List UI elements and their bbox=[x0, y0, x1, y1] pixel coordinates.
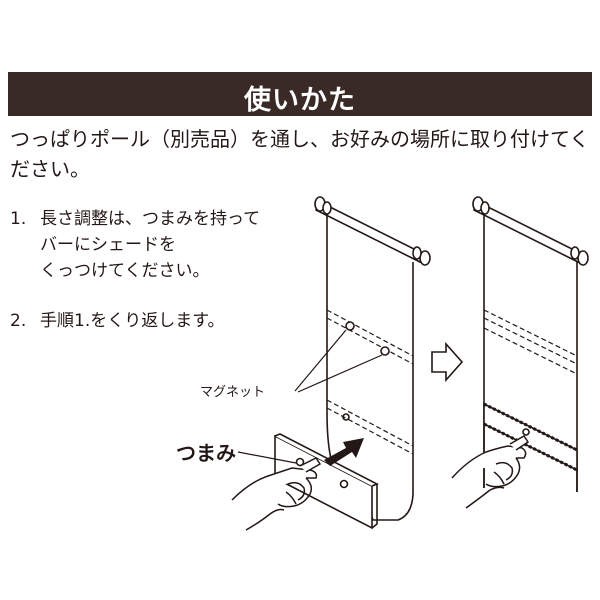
pole-before bbox=[314, 196, 431, 266]
bottom-bar-after bbox=[483, 402, 578, 492]
shade-illustration-after bbox=[451, 196, 589, 509]
push-arrow-icon bbox=[324, 438, 364, 466]
step-2-number: 2. bbox=[10, 311, 27, 331]
next-arrow-icon bbox=[431, 341, 464, 383]
hand-icon bbox=[231, 457, 322, 531]
step-1-text: 長さ調整は、つまみを持って バーにシェードを くっつけてください。 bbox=[40, 209, 261, 281]
magnet-label: マグネット bbox=[200, 385, 266, 400]
magnet-dot bbox=[345, 321, 355, 331]
magnet-dot bbox=[380, 346, 390, 356]
header-bar: 使いかた bbox=[8, 72, 592, 116]
step-1-number: 1. bbox=[10, 209, 27, 229]
hand-icon bbox=[451, 435, 530, 509]
shade-body-before bbox=[326, 214, 334, 467]
intro-text: つっぱりポール（別売品）を通し、お好みの場所に取り付けてください。 bbox=[10, 127, 590, 181]
pole-after bbox=[472, 196, 589, 266]
knob-label: つまみ bbox=[176, 441, 236, 465]
page-title: 使いかた bbox=[244, 85, 356, 116]
step-2-text: 手順1.をくり返します。 bbox=[40, 311, 225, 331]
shade-illustration-before bbox=[231, 196, 431, 531]
magnet-dot bbox=[342, 413, 350, 421]
